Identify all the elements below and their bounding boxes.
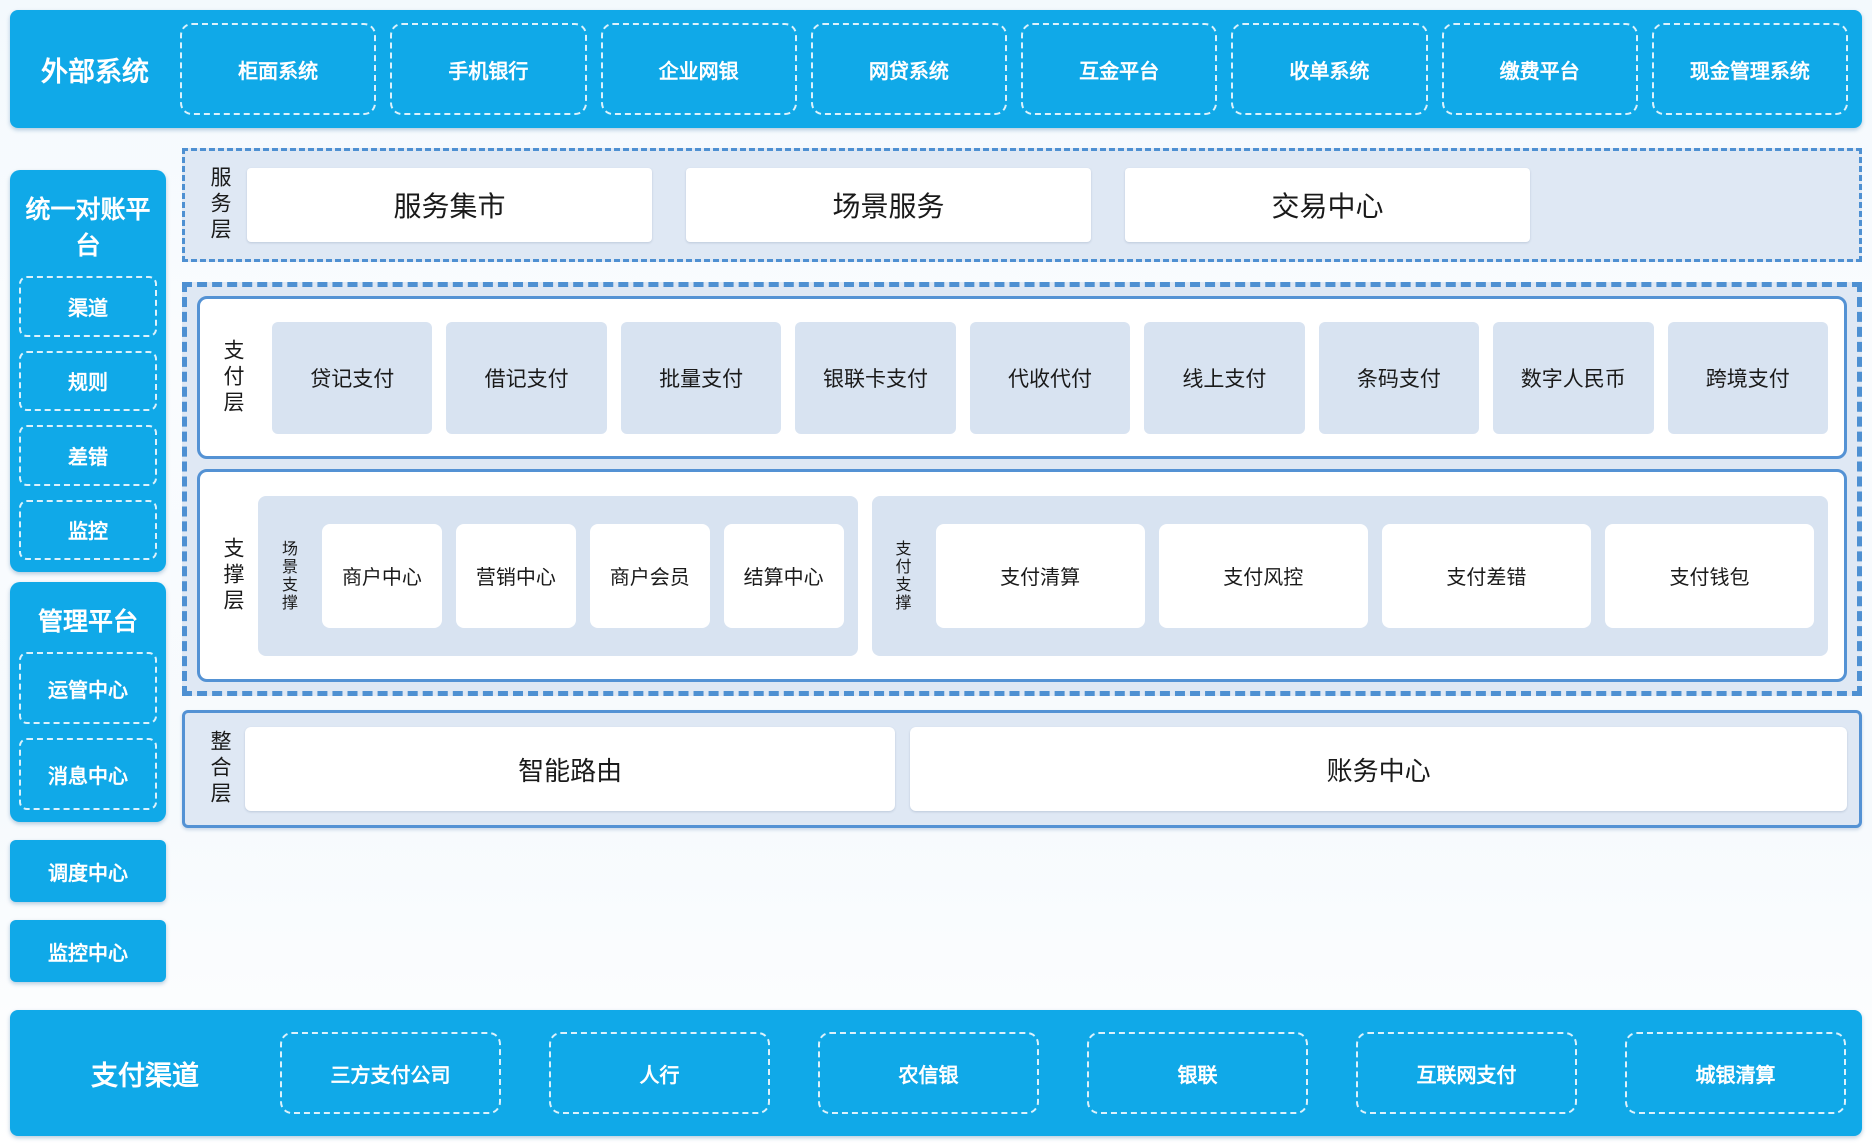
- payment-layer-label: 支付层: [221, 338, 244, 417]
- scene-support-group: 场景支撑 商户中心 营销中心 商户会员 结算中心: [258, 495, 858, 656]
- scene-support-item: 营销中心: [455, 523, 576, 628]
- payment-item: 批量支付: [620, 321, 782, 434]
- support-layer-label: 支撑层: [221, 536, 244, 615]
- external-systems-title: 外部系统: [41, 56, 149, 87]
- service-layer-box: 服务集市: [247, 168, 652, 242]
- payment-support-item: 支付差错: [1381, 523, 1591, 628]
- payment-item: 条码支付: [1318, 321, 1480, 434]
- management-platform-block: 管理平台 运管中心 消息中心: [10, 582, 166, 822]
- payment-channel-item: 农信银: [818, 1032, 1039, 1114]
- external-system-item: 柜面系统: [180, 23, 377, 115]
- service-layer-box: 场景服务: [686, 168, 1091, 242]
- payment-item: 借记支付: [446, 321, 607, 434]
- payment-item: 数字人民币: [1493, 321, 1654, 434]
- service-layer: 服务层 服务集市 场景服务 交易中心: [182, 148, 1862, 262]
- payment-channels-bar: 支付渠道 三方支付公司 人行 农信银 银联 互联网支付 城银清算: [10, 1010, 1862, 1136]
- management-items: 运管中心 消息中心: [19, 652, 157, 810]
- reconciliation-items: 渠道 规则 差错 监控: [19, 276, 157, 560]
- reconciliation-item: 规则: [19, 350, 157, 411]
- payment-channel-item: 互联网支付: [1356, 1032, 1577, 1114]
- integration-layer-label: 整合层: [208, 730, 231, 808]
- scene-support-item: 结算中心: [723, 523, 844, 628]
- payment-channel-items: 三方支付公司 人行 农信银 银联 互联网支付 城银清算: [280, 1010, 1846, 1136]
- payment-item: 线上支付: [1144, 321, 1305, 434]
- service-layer-label: 服务层: [208, 166, 231, 244]
- payment-item: 代收代付: [969, 321, 1131, 434]
- external-system-item: 手机银行: [390, 23, 587, 115]
- reconciliation-item: 差错: [19, 425, 157, 486]
- integration-layer: 整合层 智能路由 账务中心: [182, 710, 1862, 828]
- scene-support-item: 商户会员: [589, 523, 710, 628]
- payment-support-group: 支付支撑 支付清算 支付风控 支付差错 支付钱包: [871, 495, 1828, 656]
- external-system-item: 现金管理系统: [1651, 23, 1848, 115]
- integration-box: 智能路由: [245, 727, 896, 811]
- payment-item: 银联卡支付: [795, 321, 956, 434]
- management-platform-title: 管理平台: [37, 608, 138, 636]
- payment-support-item: 支付清算: [935, 523, 1145, 628]
- payment-support-item: 支付钱包: [1604, 523, 1815, 628]
- integration-box: 账务中心: [910, 727, 1847, 811]
- payment-layer: 支付层 贷记支付 借记支付 批量支付 银联卡支付 代收代付 线上支付 条码支付 …: [197, 296, 1847, 459]
- main-layers: 服务层 服务集市 场景服务 交易中心 支付层 贷记支付 借记支付 批量支付 银联…: [182, 148, 1862, 828]
- external-system-item: 收单系统: [1231, 23, 1428, 115]
- reconciliation-platform-block: 统一对账平台 渠道 规则 差错 监控: [10, 170, 166, 572]
- payment-channels-title: 支付渠道: [91, 1060, 199, 1091]
- payment-support-label: 支付支撑: [892, 539, 910, 612]
- management-item: 运管中心: [19, 652, 157, 724]
- payment-channel-item: 城银清算: [1625, 1032, 1846, 1114]
- external-systems-items: 柜面系统 手机银行 企业网银 网贷系统 互金平台 收单系统 缴费平台 现金管理系…: [180, 10, 1848, 128]
- external-systems-bar: 外部系统 柜面系统 手机银行 企业网银 网贷系统 互金平台 收单系统 缴费平台 …: [10, 10, 1862, 128]
- external-system-item: 缴费平台: [1441, 23, 1638, 115]
- payment-channel-item: 银联: [1087, 1032, 1308, 1114]
- support-layer: 支撑层 场景支撑 商户中心 营销中心 商户会员 结算中心 支付支撑 支付清算: [197, 469, 1847, 682]
- external-system-item: 互金平台: [1021, 23, 1218, 115]
- payment-channel-item: 三方支付公司: [280, 1032, 501, 1114]
- payment-item: 跨境支付: [1667, 321, 1828, 434]
- payment-item: 贷记支付: [272, 321, 433, 434]
- support-groups: 场景支撑 商户中心 营销中心 商户会员 结算中心 支付支撑 支付清算 支付风控 …: [258, 495, 1828, 656]
- external-system-item: 网贷系统: [810, 23, 1007, 115]
- scene-support-item: 商户中心: [322, 523, 442, 628]
- left-sidebar: 统一对账平台 渠道 规则 差错 监控 管理平台 运管中心 消息中心 调度中心 监…: [10, 148, 166, 982]
- monitor-center-block: 监控中心: [10, 920, 166, 982]
- payment-support-item: 支付风控: [1158, 523, 1368, 628]
- reconciliation-item: 监控: [19, 499, 157, 560]
- external-system-item: 企业网银: [600, 23, 797, 115]
- service-layer-box: 交易中心: [1125, 168, 1530, 242]
- payment-support-section: 支付层 贷记支付 借记支付 批量支付 银联卡支付 代收代付 线上支付 条码支付 …: [182, 282, 1862, 696]
- management-item: 消息中心: [19, 738, 157, 810]
- payment-channel-item: 人行: [549, 1032, 770, 1114]
- dispatch-center-block: 调度中心: [10, 840, 166, 902]
- reconciliation-platform-title: 统一对账平台: [25, 196, 151, 260]
- middle-row: 统一对账平台 渠道 规则 差错 监控 管理平台 运管中心 消息中心 调度中心 监…: [10, 148, 1862, 982]
- scene-support-label: 场景支撑: [279, 539, 296, 612]
- reconciliation-item: 渠道: [19, 276, 157, 337]
